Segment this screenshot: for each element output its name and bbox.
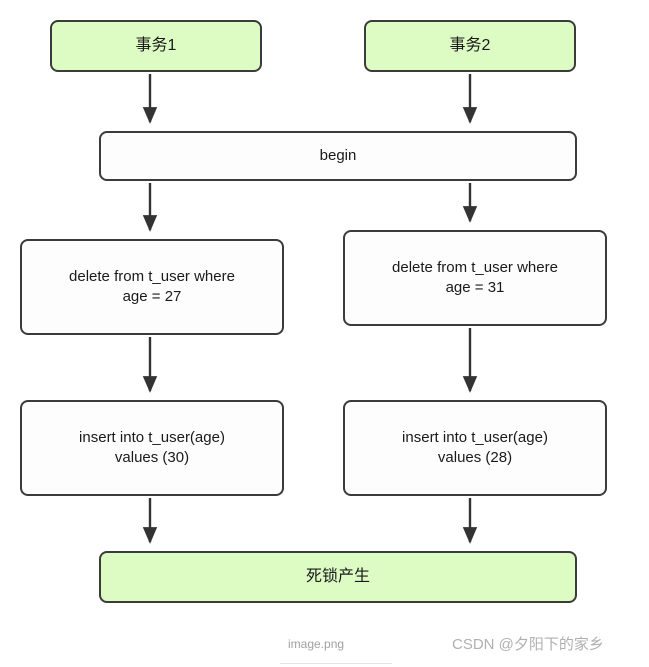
node-tx1: 事务1: [50, 20, 262, 72]
node-deadlock: 死锁产生: [99, 551, 577, 603]
bottom-divider: [280, 663, 392, 664]
node-tx2: 事务2: [364, 20, 576, 72]
node-delete2: delete from t_user where age = 31: [343, 230, 607, 326]
node-insert2: insert into t_user(age) values (28): [343, 400, 607, 496]
node-insert1: insert into t_user(age) values (30): [20, 400, 284, 496]
image-caption: image.png: [288, 637, 345, 651]
node-delete1: delete from t_user where age = 27: [20, 239, 284, 335]
node-begin: begin: [99, 131, 577, 181]
csdn-watermark: CSDN @夕阳下的家乡: [452, 636, 604, 653]
